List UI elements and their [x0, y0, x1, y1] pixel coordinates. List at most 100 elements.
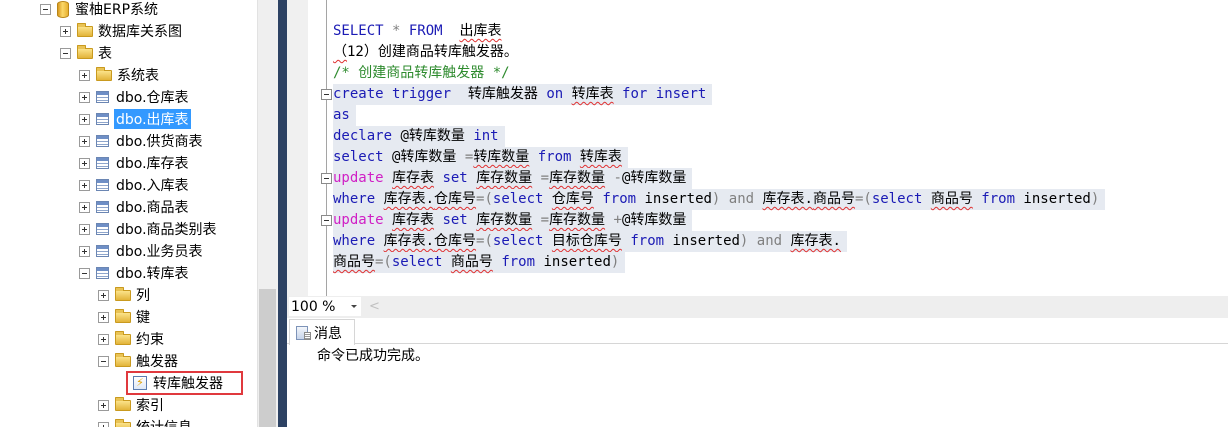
tree-node-table[interactable]: dbo.入库表 — [79, 174, 189, 196]
tree-node-table[interactable]: dbo.商品类别表 — [79, 218, 217, 240]
tree-node-label: 触发器 — [136, 354, 178, 370]
code-line[interactable]: declare @转库数量 int — [333, 126, 505, 147]
expand-icon[interactable] — [98, 421, 109, 427]
tab-messages[interactable]: 消息 — [289, 319, 355, 345]
code-token: inserted — [535, 254, 611, 270]
tree-node-table[interactable]: dbo.库存表 — [79, 152, 189, 174]
tree-node-columns[interactable]: 列 — [98, 284, 150, 306]
expand-icon[interactable] — [98, 333, 109, 345]
sql-editor[interactable]: SELECT * FROM 出库表（12）创建商品转库触发器。/* 创建商品转库… — [287, 0, 1228, 296]
code-token — [532, 170, 540, 186]
code-line[interactable]: as — [333, 105, 356, 126]
tree-node-triggers[interactable]: 触发器 — [98, 350, 178, 372]
code-token: 商品号 — [450, 254, 493, 270]
expand-icon[interactable] — [98, 289, 109, 301]
code-token: 转库表 — [571, 86, 614, 102]
collapse-icon[interactable] — [40, 3, 51, 15]
collapse-region-icon[interactable] — [321, 89, 332, 100]
collapse-icon[interactable] — [98, 355, 109, 367]
expand-icon[interactable] — [60, 25, 71, 37]
tree-node-trigger[interactable]: ⚡ 转库触发器 — [133, 372, 223, 394]
collapse-icon[interactable] — [60, 47, 71, 59]
code-token — [532, 212, 540, 228]
code-token: @转库数量 — [621, 170, 687, 186]
code-token: select — [492, 191, 544, 207]
code-token: =( — [375, 254, 392, 270]
code-token — [605, 170, 613, 186]
code-token — [748, 233, 756, 249]
expand-icon[interactable] — [79, 201, 90, 213]
folder-icon — [115, 396, 131, 411]
code-token — [563, 86, 571, 102]
object-explorer: 蜜柚ERP系统 数据库关系图 表 系统表 dbo.仓库表 dbo.出库表 dbo… — [0, 0, 257, 427]
tree-node-table[interactable]: dbo.仓库表 — [79, 86, 189, 108]
tree-node-keys[interactable]: 键 — [98, 306, 150, 328]
tree-node-label: dbo.仓库表 — [116, 90, 189, 106]
expand-icon[interactable] — [79, 245, 90, 257]
table-icon — [96, 91, 109, 103]
scroll-left-icon[interactable]: < — [369, 299, 380, 314]
code-line[interactable]: update 库存表 set 库存数量 =库存数量 -@转库数量 — [333, 168, 693, 189]
tree-node-label: 表 — [98, 46, 112, 62]
code-token: declare — [333, 128, 393, 144]
tree-node-system-tables[interactable]: 系统表 — [79, 64, 159, 86]
tree-node-table[interactable]: dbo.商品表 — [79, 196, 189, 218]
expand-icon[interactable] — [98, 399, 109, 411]
code-token — [442, 254, 450, 270]
tree-node-tables[interactable]: 表 — [60, 42, 112, 64]
database-icon — [57, 0, 69, 18]
code-line[interactable]: select @转库数量 =转库数量 from 转库表 — [333, 147, 628, 168]
tree-node-label: dbo.商品表 — [116, 200, 189, 216]
chevron-down-icon[interactable] — [351, 305, 357, 308]
tree-node-database[interactable]: 蜜柚ERP系统 — [40, 0, 158, 20]
code-line[interactable]: where 库存表.仓库号=(select 仓库号 from inserted)… — [333, 189, 1106, 210]
tree-node-table-expanded[interactable]: dbo.转库表 — [79, 262, 189, 284]
code-token: @转库数量 — [621, 212, 687, 228]
expand-icon[interactable] — [79, 179, 90, 191]
explorer-scrollbar[interactable] — [257, 0, 276, 427]
expand-icon[interactable] — [79, 69, 90, 81]
tree-node-label: dbo.业务员表 — [116, 244, 203, 260]
tree-node-constraints[interactable]: 约束 — [98, 328, 164, 350]
collapse-icon[interactable] — [79, 267, 90, 279]
code-token: 转库触发器 — [451, 86, 547, 102]
code-line[interactable]: SELECT * FROM 出库表 — [333, 21, 507, 42]
expand-icon[interactable] — [98, 311, 109, 323]
code-token: inserted — [636, 191, 712, 207]
table-icon — [96, 223, 109, 235]
tree-node-table[interactable]: dbo.供货商表 — [79, 130, 203, 152]
code-token: and — [756, 233, 783, 249]
code-token: ) — [739, 233, 749, 249]
expand-icon[interactable] — [79, 113, 90, 125]
code-token: ) — [711, 191, 721, 207]
collapse-region-icon[interactable] — [321, 173, 332, 184]
tree-node-statistics[interactable]: 统计信息 — [98, 416, 192, 427]
zoom-select[interactable]: 100 % — [289, 297, 361, 316]
explorer-scrollbar-thumb[interactable] — [259, 289, 276, 427]
tree-node-diagrams[interactable]: 数据库关系图 — [60, 20, 182, 42]
code-token — [384, 212, 392, 228]
code-line[interactable]: update 库存表 set 库存数量 =库存数量 +@转库数量 — [333, 210, 693, 231]
code-token: create trigger — [333, 86, 452, 102]
expand-icon[interactable] — [79, 91, 90, 103]
tree-node-indexes[interactable]: 索引 — [98, 394, 164, 416]
expand-icon[interactable] — [79, 157, 90, 169]
tree-node-table-selected[interactable]: dbo.出库表 — [79, 108, 191, 130]
code-token: =( — [854, 191, 872, 207]
tree-node-label: 蜜柚ERP系统 — [75, 2, 159, 18]
expand-icon[interactable] — [79, 223, 90, 235]
code-line[interactable]: create trigger 转库触发器 on 转库表 for insert — [333, 84, 713, 105]
collapse-region-icon[interactable] — [321, 215, 332, 226]
expand-icon[interactable] — [79, 135, 90, 147]
code-token — [468, 170, 476, 186]
messages-icon — [296, 325, 311, 340]
tree-node-table[interactable]: dbo.业务员表 — [79, 240, 203, 262]
code-line[interactable]: （12）创建商品转库触发器。 — [333, 42, 524, 63]
code-token: =( — [476, 191, 493, 207]
code-token: from — [537, 149, 572, 165]
code-line[interactable]: where 库存表.仓库号=(select 目标仓库号 from inserte… — [333, 231, 847, 252]
code-token — [605, 212, 613, 228]
code-line[interactable]: /* 创建商品转库触发器 */ — [333, 63, 516, 84]
code-token — [571, 149, 579, 165]
code-line[interactable]: 商品号=(select 商品号 from inserted) — [333, 252, 626, 273]
